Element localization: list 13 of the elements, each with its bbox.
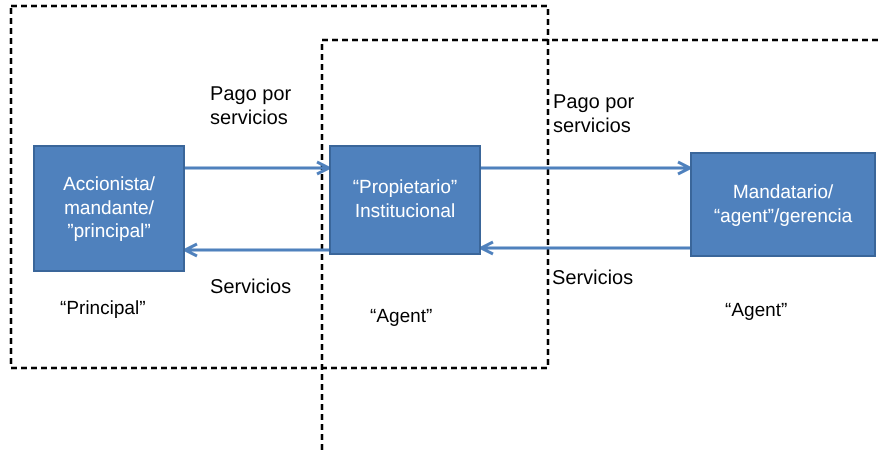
node-caption: “Principal” — [60, 298, 146, 320]
node-text: “Propietario” Institucional — [352, 176, 458, 224]
process-box — [329, 145, 481, 255]
node-text: Mandatario/ “agent”/gerencia — [712, 180, 854, 228]
node-caption: “Agent” — [370, 306, 432, 328]
arrow — [481, 160, 692, 176]
process-box — [33, 145, 185, 272]
node-text: Accionista/ mandante/ ”principal” — [62, 172, 156, 244]
arrow — [184, 242, 329, 258]
node-caption: “Agent” — [725, 300, 788, 322]
arrow — [185, 160, 330, 176]
arrow — [480, 240, 690, 256]
process-box — [690, 152, 876, 257]
